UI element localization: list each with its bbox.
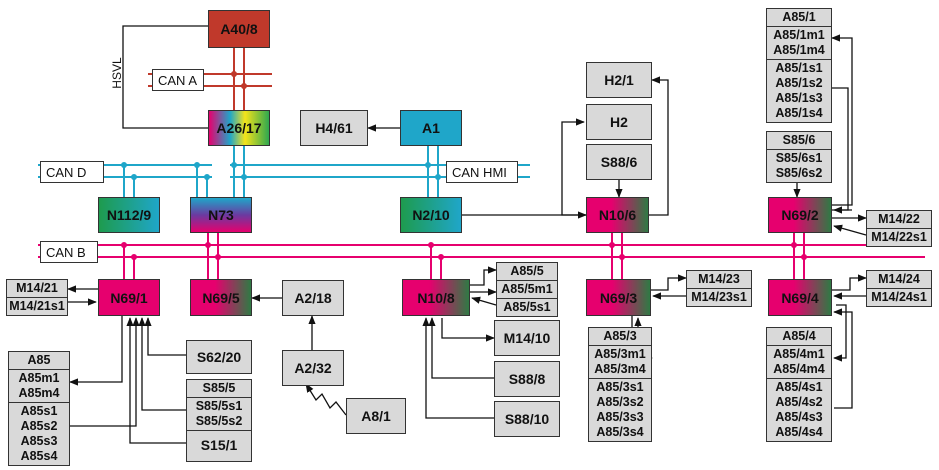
stack-line: A85m1 [18, 371, 60, 385]
node-h2-1[interactable]: H2/1 [586, 62, 652, 98]
node-n10-6[interactable]: N10/6 [586, 197, 649, 233]
stack-line: M14/24 [878, 272, 920, 286]
can-d-label: CAN D [40, 161, 104, 183]
stack-line: A85/4s2 [775, 395, 823, 409]
stack-line: A85/1m4 [773, 43, 825, 57]
stack-line: A85s3 [20, 434, 58, 448]
node-n112-9[interactable]: N112/9 [98, 197, 160, 233]
stack-line: A85/1m1 [773, 28, 825, 42]
stack-line: A85/3s2 [596, 395, 644, 409]
stack-line: M14/24s1 [871, 290, 927, 304]
stack-line: A85/3m1 [594, 347, 646, 361]
signal-wires [67, 25, 867, 444]
stack-m14-24[interactable]: M14/24 M14/24s1 [866, 270, 932, 307]
stack-line: A85/4s4 [775, 425, 823, 439]
stack-line: A85s4 [20, 449, 58, 463]
stack-a85-5[interactable]: A85/5 A85/5m1 A85/5s1 [496, 262, 558, 317]
node-n73[interactable]: N73 [190, 197, 252, 233]
node-n69-3[interactable]: N69/3 [586, 279, 651, 316]
stack-line: A85/5m1 [501, 282, 553, 296]
stack-line: A85/1s3 [775, 91, 823, 105]
stack-line: A85s2 [20, 419, 58, 433]
node-s88-10[interactable]: S88/10 [494, 401, 560, 437]
stack-line: A85/5 [510, 264, 544, 278]
stack-line: A85 [27, 353, 51, 367]
can-hmi-label: CAN HMI [446, 161, 518, 183]
stack-line: S85/5s1 [195, 399, 243, 413]
stack-line: M14/22s1 [871, 230, 927, 244]
stack-line: A85m4 [18, 386, 60, 400]
node-a8-1[interactable]: A8/1 [346, 398, 406, 434]
stack-line: A85/3s4 [596, 425, 644, 439]
stack-m14-22[interactable]: M14/22 M14/22s1 [866, 210, 932, 247]
stack-line: A85/4m4 [773, 362, 825, 376]
stack-line: M14/21 [16, 281, 58, 295]
node-a2-32[interactable]: A2/32 [282, 350, 344, 386]
node-a2-18[interactable]: A2/18 [282, 280, 344, 316]
stack-line: S85/6s2 [775, 166, 823, 180]
stack-line: A85/3s1 [596, 380, 644, 394]
stack-line: A85/4 [782, 329, 816, 343]
stack-line: A85/3m4 [594, 362, 646, 376]
stack-line: S85/6s1 [775, 151, 823, 165]
stack-line: A85/1s4 [775, 106, 823, 120]
stack-line: A85/1 [782, 10, 816, 24]
stack-line: M14/21s1 [9, 299, 65, 313]
node-s62-20[interactable]: S62/20 [186, 340, 252, 374]
node-n10-8[interactable]: N10/8 [402, 279, 470, 316]
node-m14-10[interactable]: M14/10 [494, 320, 560, 356]
stack-line: A85/3 [603, 329, 637, 343]
stack-line: A85/5s1 [503, 300, 551, 314]
node-n69-2[interactable]: N69/2 [768, 197, 832, 233]
node-a40-8[interactable]: A40/8 [208, 10, 270, 48]
node-h4-61[interactable]: H4/61 [300, 110, 368, 146]
node-s88-8[interactable]: S88/8 [494, 361, 560, 397]
hsvl-label: HSVL [110, 57, 124, 89]
stack-m14-23[interactable]: M14/23 M14/23s1 [686, 270, 752, 307]
node-s15-1[interactable]: S15/1 [186, 428, 252, 462]
stack-line: A85/4s1 [775, 380, 823, 394]
can-a-label: CAN A [152, 69, 204, 91]
stack-line: M14/23s1 [691, 290, 747, 304]
stack-line: A85/4m1 [773, 347, 825, 361]
node-a1[interactable]: A1 [400, 110, 462, 146]
node-n69-4[interactable]: N69/4 [768, 279, 832, 316]
node-a26-17[interactable]: A26/17 [208, 110, 270, 146]
stack-line: A85s1 [20, 404, 58, 418]
stack-line: A85/4s3 [775, 410, 823, 424]
can-b-bus [38, 232, 925, 280]
stack-line: S85/5 [202, 381, 236, 395]
can-b-label: CAN B [40, 241, 98, 263]
node-s88-6[interactable]: S88/6 [586, 144, 652, 180]
stack-line: M14/22 [878, 212, 920, 226]
node-n2-10[interactable]: N2/10 [400, 197, 462, 233]
node-n69-1[interactable]: N69/1 [98, 279, 160, 316]
stack-line: S85/6 [782, 133, 816, 147]
stack-m14-21[interactable]: M14/21 M14/21s1 [6, 279, 68, 316]
stack-line: A85/1s1 [775, 61, 823, 75]
stack-line: A85/1s2 [775, 76, 823, 90]
stack-line: M14/23 [698, 272, 740, 286]
node-n69-5[interactable]: N69/5 [190, 279, 252, 316]
stack-line: A85/3s3 [596, 410, 644, 424]
stack-line: S85/5s2 [195, 414, 243, 428]
node-h2[interactable]: H2 [586, 104, 652, 140]
